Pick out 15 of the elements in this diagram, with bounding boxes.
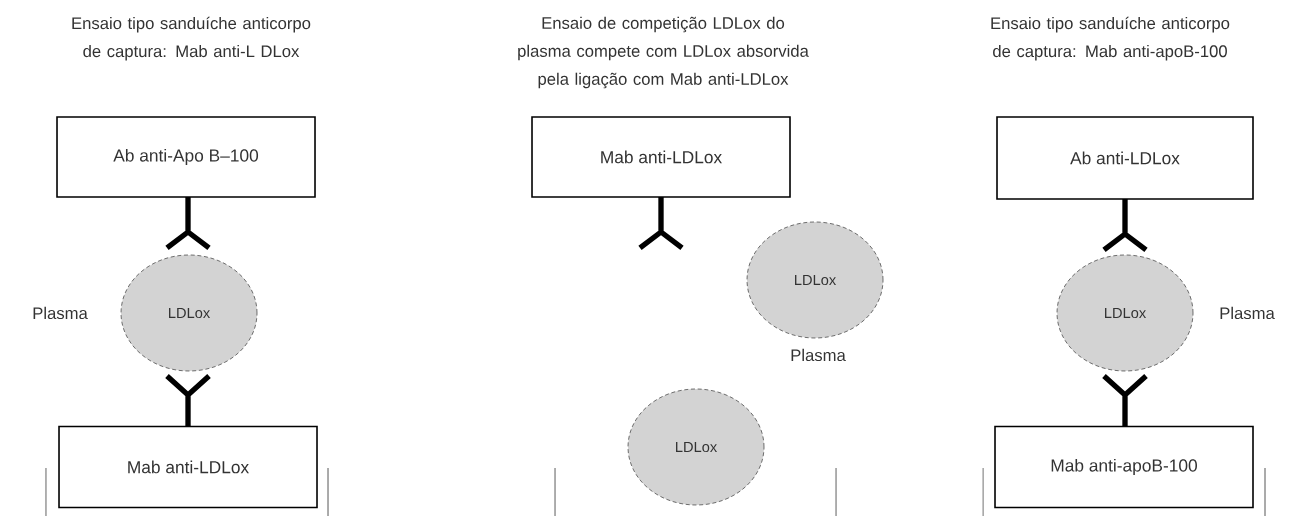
antibody-box: Mab anti-LDLox: [531, 116, 791, 198]
ldlox-particle: LDLox: [1056, 254, 1194, 372]
plasma-label: Plasma: [791, 348, 846, 362]
column-heading: Ensaio de competição LDLox do plasma compete com LDLox absorvida pela ligação com Mab anti-LDLox: [518, 16, 809, 89]
antibody-box: Ab anti-LDLox: [996, 116, 1254, 200]
plasma-label: Plasma: [33, 306, 88, 320]
column-heading: Ensaio tipo sanduíche anticorpo de captura: Mab anti-apoB-100: [991, 16, 1230, 61]
column-heading: Ensaio tipo sanduíche anticorpo de captura: Mab anti-L DLox: [72, 16, 311, 61]
ldlox-particle: LDLox: [746, 221, 884, 339]
ldlox-particle: LDLox: [627, 388, 765, 506]
antibody-box: Ab anti-Apo B–100: [56, 116, 316, 198]
antibody-box: Mab anti-apoB-100: [994, 425, 1254, 509]
ldlox-particle: LDLox: [120, 254, 258, 372]
plasma-label: Plasma: [1220, 306, 1275, 320]
antibody-box: Mab anti-LDLox: [58, 425, 318, 509]
